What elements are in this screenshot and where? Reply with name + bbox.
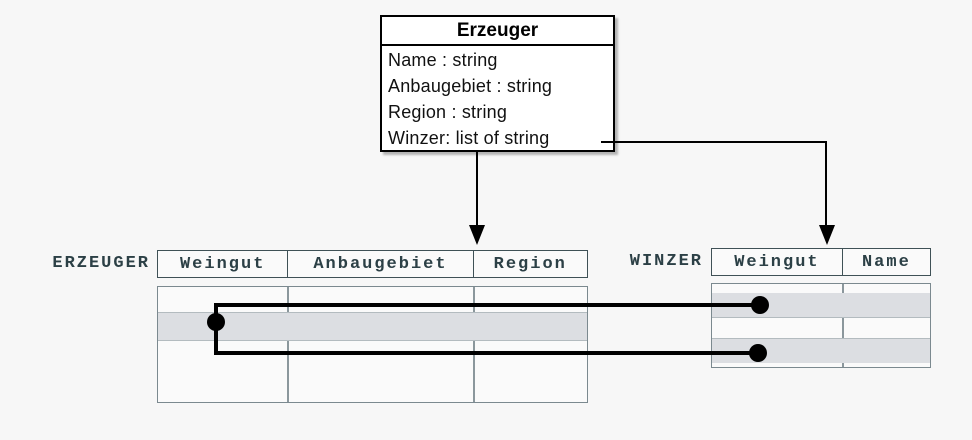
class-title: Erzeuger — [382, 17, 613, 46]
winzer-column-weingut: Weingut — [734, 252, 820, 272]
class-attribute-list: Name : string Anbaugebiet : string Regio… — [382, 46, 613, 151]
column-divider — [473, 287, 475, 402]
record-link-upper-line — [214, 303, 760, 307]
erzeuger-table-header: Weingut Anbaugebiet Region — [157, 250, 588, 278]
arrow-down-icon — [469, 225, 485, 245]
record-anchor-dot-winzer-row2 — [749, 344, 767, 362]
shaded-row — [158, 313, 587, 340]
class-attribute-region: Region : string — [388, 102, 508, 122]
row-divider — [158, 340, 587, 341]
class-box-erzeuger: Erzeuger Name : string Anbaugebiet : str… — [380, 15, 615, 152]
column-divider — [842, 284, 844, 367]
winzer-table-label: WINZER — [629, 252, 703, 271]
row-divider — [158, 312, 587, 313]
class-attribute-winzer: Winzer: list of string — [388, 128, 550, 148]
erzeuger-column-anbaugebiet: Anbaugebiet — [287, 251, 472, 277]
erzeuger-table-label: ERZEUGER — [52, 254, 150, 273]
arrow-winzer-vertical-line — [825, 141, 827, 226]
record-link-lower-line — [214, 351, 758, 355]
winzer-table-header: Weingut Name — [711, 248, 931, 276]
winzer-column-name: Name — [841, 249, 930, 275]
arrow-winzer-horizontal-line — [601, 141, 827, 143]
row-divider — [712, 317, 930, 318]
erzeuger-column-weingut: Weingut — [179, 254, 266, 274]
arrow-down-icon — [819, 225, 835, 245]
record-anchor-dot-erzeuger — [207, 313, 225, 331]
winzer-table-body — [711, 283, 931, 368]
class-attribute-name: Name : string — [388, 50, 498, 70]
row-divider — [712, 338, 930, 339]
record-anchor-dot-winzer-row1 — [751, 296, 769, 314]
arrow-box-to-erzeuger-line — [476, 152, 478, 226]
erzeuger-column-region: Region — [472, 251, 587, 277]
class-attribute-anbaugebiet: Anbaugebiet : string — [388, 76, 553, 96]
column-divider — [287, 287, 289, 402]
